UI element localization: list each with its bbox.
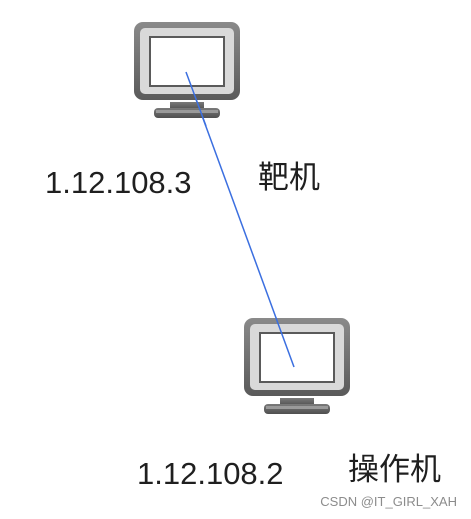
network-link-start xyxy=(185,71,207,127)
target-monitor-icon xyxy=(134,22,240,118)
watermark: CSDN @IT_GIRL_XAH xyxy=(320,494,457,509)
target-role-label: 靶机 xyxy=(258,160,320,196)
network-link-end xyxy=(275,317,295,368)
attacker-monitor-icon xyxy=(244,318,350,414)
attacker-ip-label: 1.12.108.2 xyxy=(137,456,284,491)
attacker-role-label: 操作机 xyxy=(348,452,441,488)
target-ip-label: 1.12.108.3 xyxy=(45,165,192,200)
